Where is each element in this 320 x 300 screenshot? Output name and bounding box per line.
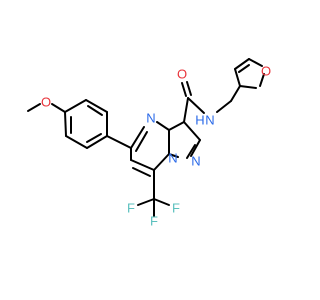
bond: [259, 73, 265, 87]
bond: [186, 144, 196, 159]
bond: [183, 97, 189, 123]
bond: [153, 153, 170, 171]
methoxy-oxygen-label: O: [41, 95, 51, 110]
atom-labels: O N O N H O N N F F F: [41, 64, 271, 229]
bond: [181, 82, 187, 97]
bond: [153, 198, 170, 206]
bond: [234, 58, 250, 70]
amide-hydrogen-label: H: [195, 113, 204, 128]
pyrazole-nitrogen-2-label: N: [168, 151, 177, 166]
bond: [135, 131, 148, 152]
pyrazole-nitrogen-1-label: N: [191, 154, 200, 169]
bond: [248, 58, 263, 67]
bond: [86, 133, 102, 143]
bond: [64, 99, 87, 113]
bond: [65, 135, 88, 149]
bond: [230, 85, 241, 102]
bond: [106, 135, 132, 149]
bond: [168, 153, 179, 158]
bonds: [27, 58, 265, 217]
bond: [190, 139, 201, 157]
bond: [234, 68, 241, 87]
furan-oxygen-label: O: [261, 64, 271, 79]
carbonyl-oxygen-label: O: [177, 67, 187, 82]
bond: [85, 99, 108, 113]
bond: [168, 121, 185, 131]
bond: [51, 103, 66, 113]
bond: [183, 121, 201, 141]
bond: [216, 100, 232, 113]
fluorine-right-label: F: [172, 201, 180, 216]
bond: [186, 81, 192, 96]
bond: [64, 111, 67, 137]
fluorine-top-label: F: [150, 214, 158, 229]
fluorine-left-label: F: [127, 201, 135, 216]
amide-nitrogen-label: N: [205, 113, 214, 128]
bond: [130, 159, 155, 171]
bond: [86, 135, 108, 149]
bond: [156, 121, 170, 131]
bond: [87, 105, 103, 116]
molecule-diagram: O N O N H O N N F F F: [27, 58, 271, 229]
pyrimidine-nitrogen-label: N: [146, 111, 155, 126]
bond: [132, 167, 151, 177]
bond: [238, 64, 250, 73]
structure-canvas: O N O N H O N N F F F: [27, 58, 271, 229]
bond: [27, 103, 41, 112]
bond: [239, 85, 257, 89]
bond: [187, 97, 205, 114]
bond: [130, 126, 145, 149]
bond: [137, 198, 155, 206]
